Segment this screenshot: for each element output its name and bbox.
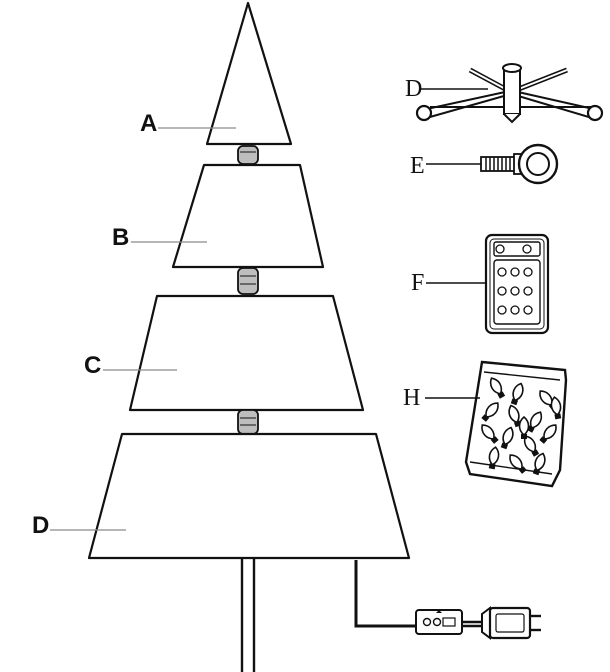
label-d: D: [32, 512, 49, 539]
label-c-group: C: [84, 352, 177, 379]
tree-section-c: [128, 294, 365, 412]
label-remote-group: F: [411, 270, 486, 296]
bulb: [481, 424, 499, 444]
label-stand: D: [405, 76, 422, 102]
label-remote: F: [411, 270, 424, 296]
bulb: [509, 454, 527, 474]
label-eye-bolt-group: E: [410, 153, 481, 179]
power-adapter-icon: [481, 606, 541, 640]
bulb: [539, 424, 557, 444]
label-bulb-bag: H: [403, 385, 420, 411]
label-b: B: [112, 224, 129, 251]
label-a-group: A: [140, 110, 236, 137]
bulb: [500, 426, 514, 450]
bulb: [526, 411, 543, 433]
section-connector-ab: [237, 145, 259, 165]
remote-control-icon: [484, 233, 550, 335]
bulb: [550, 396, 562, 420]
bulb: [488, 446, 500, 470]
label-c: C: [84, 352, 101, 379]
bulb: [481, 402, 499, 422]
bulb: [489, 377, 506, 399]
tree-stand-icon: [415, 63, 604, 124]
label-eye-bolt: E: [410, 153, 425, 179]
label-stand-group: D: [405, 76, 488, 102]
section-connector-cd: [237, 409, 259, 435]
bulb: [532, 452, 546, 476]
label-bulb-bag-group: H: [403, 385, 480, 411]
bulb: [510, 382, 524, 406]
tree-pole: [240, 558, 256, 672]
label-d-group: D: [32, 512, 126, 539]
tree-section-d: [87, 432, 411, 560]
bulb-bag-icon: [464, 360, 568, 488]
bulb: [518, 415, 530, 439]
controller-box-icon: [415, 609, 463, 635]
label-b-group: B: [112, 224, 207, 251]
bulb: [523, 435, 540, 457]
section-connector-bc: [237, 267, 259, 295]
tree-section-a: [205, 1, 293, 146]
power-cord: [354, 560, 482, 628]
label-a: A: [140, 110, 157, 137]
eye-bolt-icon: [480, 143, 559, 185]
tree-section-b: [171, 163, 325, 269]
